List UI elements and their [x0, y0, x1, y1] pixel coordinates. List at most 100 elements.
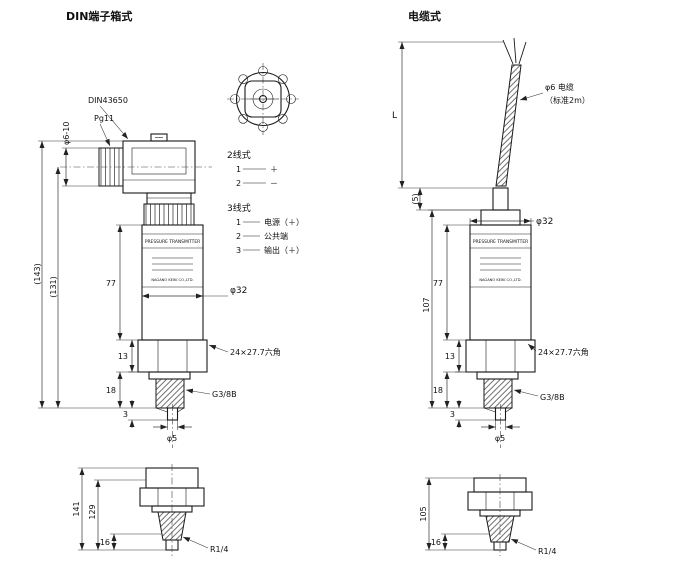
- right-hex-label: 24×27.7六角: [527, 343, 589, 357]
- dim-right-18-text: 18: [433, 386, 443, 395]
- dim-left-detail-141: 141: [72, 467, 166, 551]
- three-wire-pin-2: 2: [236, 232, 241, 241]
- three-wire-val-3: 输出（＋）: [264, 245, 304, 255]
- left-r14-text: R1/4: [210, 545, 228, 554]
- left-variant-title: DIN端子箱式: [66, 9, 132, 23]
- din-connector: [60, 133, 212, 226]
- top-view-square-housing: [244, 80, 282, 118]
- dim-left-body-77: 77: [106, 224, 142, 341]
- two-wire-pin-2: 2: [236, 179, 241, 188]
- three-wire-pin-3: 3: [236, 246, 241, 255]
- three-wire-val-2: 公共端: [264, 231, 288, 241]
- dim-105-text: 105: [419, 506, 428, 521]
- left-thread-g38b: [155, 378, 185, 409]
- dim-right-13-text: 13: [445, 352, 455, 361]
- two-wire-title: 2线式: [227, 149, 251, 161]
- cable-entry-dia-text: φ6-10: [62, 122, 71, 145]
- three-wire-pin-1: 1: [236, 218, 241, 227]
- dim-129-text: 129: [88, 504, 97, 519]
- dim-77-text: 77: [106, 279, 116, 288]
- right-tip: [483, 404, 513, 448]
- top-view-knurl-rim: [235, 71, 291, 127]
- dim-left-tip-3: 3: [123, 400, 168, 428]
- wiring-legend: 2线式 1 ＋ 2 － 3线式 1 电源（＋） 2 公共端 3 输出（＋）: [227, 149, 304, 255]
- left-hex-label: 24×27.7六角: [208, 344, 281, 357]
- dim-right-body-77: 77: [433, 224, 470, 341]
- dim-left-detail-129: 129: [88, 479, 146, 550]
- cable-note-text: （标准2m）: [545, 95, 590, 105]
- right-g38b-text: G3/8B: [540, 393, 565, 402]
- dim-13-text: 13: [118, 352, 128, 361]
- dim-cable-length-L: L: [392, 41, 504, 189]
- dim-141-text: 141: [72, 501, 81, 516]
- dim-16-left-text: 16: [100, 538, 110, 547]
- connector-top-view: [227, 63, 299, 135]
- left-nameplate-title: PRESSURE TRANSMITTER: [145, 239, 200, 245]
- dim-L-text: L: [392, 111, 397, 121]
- left-shoulder: [148, 371, 191, 380]
- cable-bushing: [492, 187, 509, 211]
- dim-right-body-diameter: φ32: [469, 217, 553, 227]
- left-thread-label: G3/8B: [185, 388, 237, 399]
- dim-right-tip-3: 3: [450, 400, 496, 428]
- din-version-drawing: PRESSURE TRANSMITTER NAGANO KEIKI CO.,LT…: [33, 96, 304, 448]
- right-r14-detail: 105 16 R1/4: [419, 474, 556, 556]
- left-hex-section: [137, 339, 208, 373]
- dim-left-body-diameter: φ32: [142, 286, 247, 299]
- right-top-cap: [480, 209, 521, 226]
- cable-label: φ6 电缆 （标准2m）: [519, 82, 590, 105]
- cable-version-drawing: φ6 电缆 （标准2m） L (5) PRESSURE TRANSMITTER: [392, 37, 590, 448]
- dim-right-total-107: 107: [422, 209, 484, 409]
- dim-3-text: 3: [123, 410, 128, 419]
- dim-right-77-text: 77: [433, 279, 443, 288]
- dim-right-hex-13: 13: [445, 340, 466, 373]
- dim-16-right-text: 16: [431, 538, 441, 547]
- right-thread-g38b: [483, 378, 513, 409]
- left-hex-text: 24×27.7六角: [230, 347, 281, 357]
- dim-5-text: (5): [411, 193, 420, 204]
- dim-107-text: 107: [422, 297, 431, 312]
- cable-dia-text: φ6 电缆: [545, 82, 574, 92]
- dim-left-thread-18: 18: [106, 371, 149, 408]
- right-phi5-text: φ5: [495, 434, 505, 443]
- left-r14-detail: 141 129 16 R1/4: [72, 464, 228, 556]
- right-r14-label: R1/4: [510, 538, 556, 556]
- left-r14-thread: [157, 511, 187, 541]
- right-thread-label: G3/8B: [513, 389, 565, 402]
- right-shoulder: [476, 371, 519, 380]
- dim-left-tip-diameter: φ5: [153, 420, 192, 443]
- left-g38b-text: G3/8B: [212, 390, 237, 399]
- dim-right-3-text: 3: [450, 410, 455, 419]
- right-hex-section: [465, 339, 536, 373]
- left-tip: [155, 404, 185, 448]
- right-r14-text: R1/4: [538, 547, 556, 556]
- left-phi5-text: φ5: [167, 434, 177, 443]
- left-leader-labels: DIN43650 Pg11: [88, 96, 129, 147]
- dim-right-detail-105: 105: [419, 477, 494, 551]
- knurled-ring: [143, 203, 195, 226]
- left-body: PRESSURE TRANSMITTER NAGANO KEIKI CO.,LT…: [141, 224, 204, 341]
- cable-jacket: [495, 64, 522, 187]
- two-wire-val-2: －: [270, 179, 278, 188]
- din43650-label: DIN43650: [88, 96, 128, 105]
- right-phi32-text: φ32: [536, 217, 553, 227]
- two-wire-val-1: ＋: [270, 165, 278, 174]
- dim-cable-entry-diameter: φ6-10: [62, 122, 99, 187]
- cable-assembly: [480, 37, 527, 226]
- dim-right-tip-diameter: φ5: [481, 420, 520, 443]
- dim-right-detail-16: 16: [431, 533, 490, 550]
- three-wire-val-1: 电源（＋）: [264, 217, 304, 227]
- dim-left-detail-16: 16: [100, 533, 162, 550]
- pg11-label: Pg11: [94, 114, 114, 123]
- dim-131-text: (131): [49, 276, 58, 298]
- right-variant-title: 电缆式: [408, 9, 441, 23]
- dim-right-thread-18: 18: [433, 371, 477, 408]
- right-hex-text: 24×27.7六角: [538, 347, 589, 357]
- dim-18-text: 18: [106, 386, 116, 395]
- left-phi32-text: φ32: [230, 286, 247, 296]
- three-wire-title: 3线式: [227, 202, 251, 214]
- two-wire-pin-1: 1: [236, 165, 241, 174]
- dim-left-sub-131: (131): [49, 167, 61, 408]
